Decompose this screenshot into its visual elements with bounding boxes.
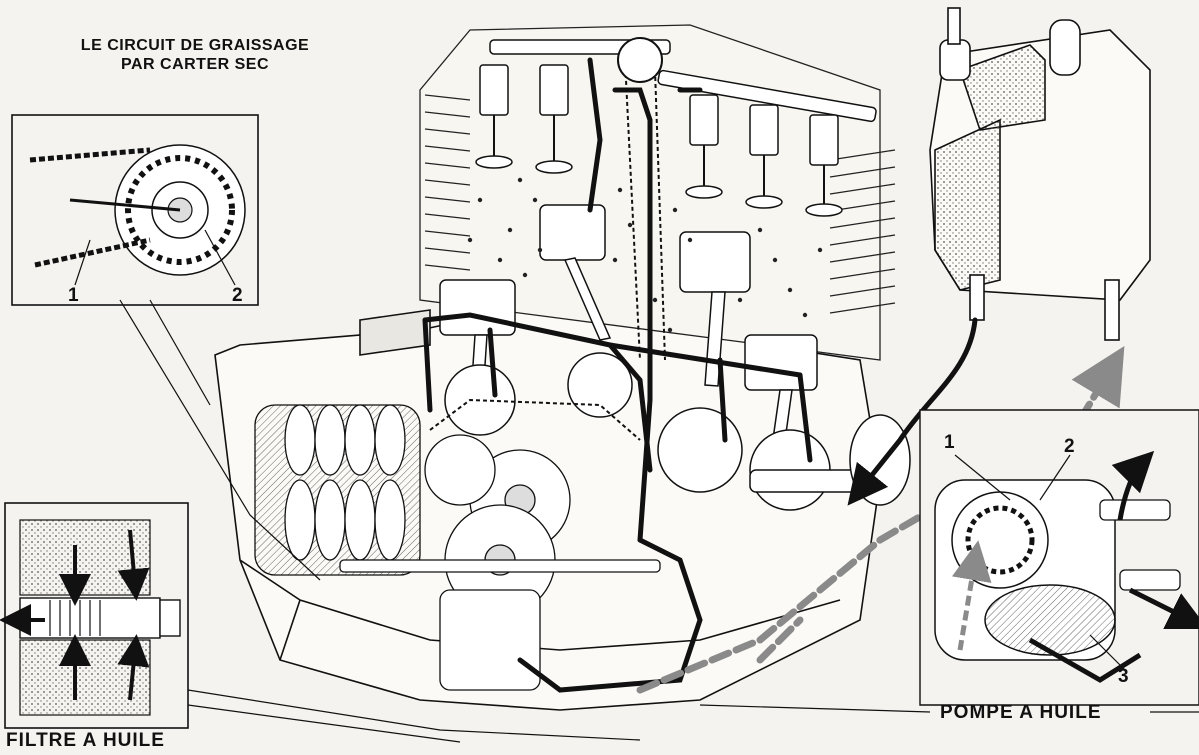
oil-lines-black bbox=[422, 57, 978, 693]
inset-left-label-1: 1 bbox=[68, 285, 80, 306]
timing-chain bbox=[429, 37, 666, 441]
inset-filter-frame bbox=[0, 502, 189, 729]
inset-left-label-2: 2 bbox=[232, 285, 244, 306]
gearbox bbox=[254, 404, 661, 691]
oil-tank bbox=[929, 7, 1151, 341]
diagram-title: LE CIRCUIT DE GRAISSAGE PAR CARTER SEC bbox=[30, 36, 360, 74]
inset-left-frame bbox=[11, 114, 259, 306]
title-line-1: LE CIRCUIT DE GRAISSAGE bbox=[80, 37, 310, 54]
inset-pump-frame bbox=[919, 409, 1199, 706]
pump-label-2: 2 bbox=[1064, 436, 1076, 457]
title-line-2: PAR CARTER SEC bbox=[120, 56, 270, 73]
oil-drops bbox=[467, 177, 823, 333]
pump-callout: POMPE A HUILE bbox=[940, 702, 1102, 723]
leader-lines bbox=[119, 299, 1199, 743]
pump-label-3: 3 bbox=[1118, 666, 1130, 687]
filter-callout: FILTRE A HUILE bbox=[6, 730, 165, 751]
pump-label-1: 1 bbox=[944, 432, 956, 453]
